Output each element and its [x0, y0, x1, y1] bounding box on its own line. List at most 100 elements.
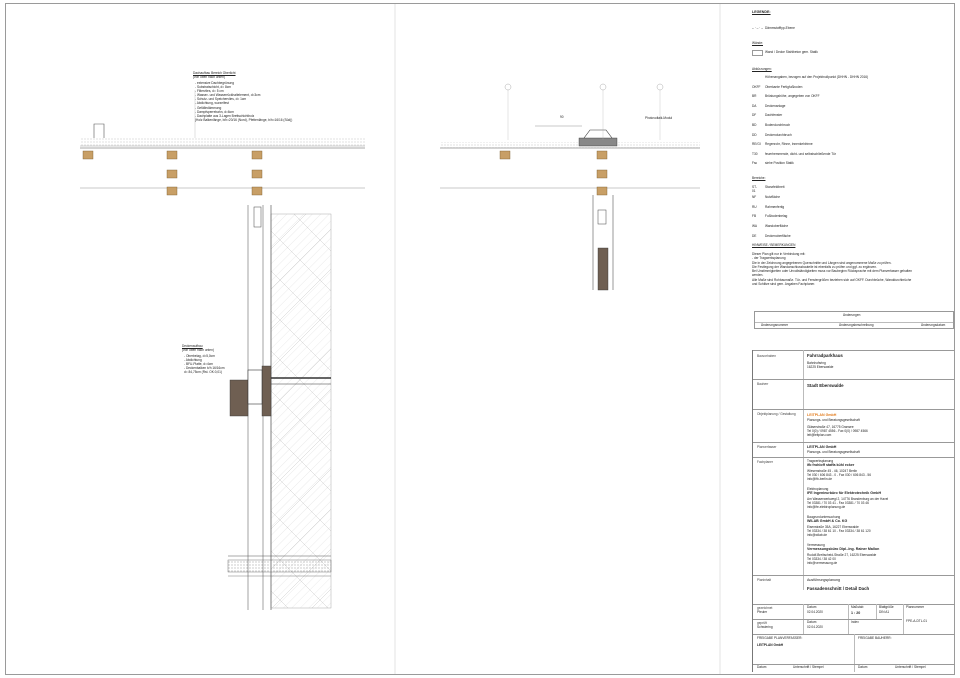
design-firm: LEITPLAN GmbH — [807, 413, 837, 417]
legend-value: Dachfenster — [765, 113, 783, 118]
survey-tel: Tel 03334 / 38 42 00 — [807, 557, 836, 561]
roof-section-right — [440, 83, 700, 291]
notes-title: HINWEISE / BEMERKUNGEN — [752, 243, 796, 247]
electrical-address: Am Wasserwerkwegl 2, 14776 Brandenburg a… — [807, 497, 889, 501]
phase: Ausführungsplanung — [807, 578, 840, 582]
legend-key: RU — [752, 204, 757, 209]
roof-item: - Schutz- und Speichervlies, d= 1cm — [195, 97, 247, 102]
changes-col-number: Änderungsnummer — [761, 323, 789, 327]
sign-place-1: Datum — [757, 665, 767, 669]
wall-item: - BFU-Platte, d=4cm — [184, 362, 213, 367]
legend-abbrev-title: Abkürzungen: — [752, 67, 772, 71]
electrical-firm: IFE Ingenieurbüro für Elektrotechnik Gmb… — [807, 491, 882, 495]
notes-item: werden. — [752, 273, 764, 278]
title-block: Bauvorhaben Fahrradparkhaus Bahnhofsring… — [752, 350, 955, 672]
legend-key: RE/GI — [752, 142, 761, 147]
legend-key: DF — [752, 113, 757, 118]
legend-value: Deckenoberfläche — [765, 234, 791, 238]
legend-key: BD — [752, 123, 757, 127]
structural-firm: ifb frohloff staffa kühl ecker — [807, 463, 855, 467]
roof-item: - Dachplatte aus 3-Lagen Brettschichthol… — [195, 113, 255, 118]
scale: 1 : 20 — [851, 611, 861, 615]
planner-label: Planverfasser — [757, 445, 777, 449]
building-firm: WILAB GmbH & Co. KG — [807, 519, 848, 523]
project-address-1: Bahnhofsring — [807, 361, 826, 365]
legend-value: Nutzfläche — [765, 194, 781, 199]
legend-key: ST-01 — [752, 185, 757, 193]
survey-address: Rudolf-Breitscheid-Straße 27, 16225 Eber… — [807, 553, 877, 557]
electrical-label: Elektroplanung — [807, 487, 829, 491]
design-address: Gläserstraße 47, 16775 Gransee — [807, 425, 854, 429]
planno-label: Plannummer — [906, 605, 925, 609]
planner-sub: Planungs- und Beratungsgesellschaft — [807, 450, 860, 454]
legend-key: Fsc — [752, 161, 758, 166]
roof-item: - Filtervlies, d= 5 cm — [195, 89, 224, 94]
legend-value: Fußbodenbelag — [765, 214, 788, 219]
drawn-label: gezeichnet — [757, 606, 773, 610]
building-tel: Tel 03334 / 38 61 10 - Fax 03334 / 38 61… — [807, 529, 871, 533]
roof-item: - Wasser- und Wasserrückhaltelement, d=3… — [195, 93, 261, 98]
legend-value: siehe Position Statik — [765, 161, 794, 166]
wall-item: - Oberbelag, d=5,0cm — [184, 354, 215, 358]
roof-item: - Gefälledämmung — [195, 105, 222, 110]
roof-item: - Dampfsperrebahn, d=6cm — [195, 109, 234, 114]
building-mail: info@wilab.de — [807, 533, 828, 537]
building-label: Baugrunduntersuchung — [807, 515, 841, 519]
drawing-sheet-border — [5, 3, 955, 675]
notes-item: und Schlitze sind gem. Angaben Fachplane… — [752, 282, 816, 287]
design-tel: Tel 0(0) / 0987 4556 - Fax 0(0) / 0987 4… — [807, 429, 868, 433]
legend-value: Regenrohr, Rinne, Innenkehlrinne — [765, 142, 813, 147]
changes-col-date: Änderungsdatum — [921, 323, 946, 327]
client-name: Stadt Eberswalde — [807, 383, 844, 388]
format-label: Blattgröße — [879, 605, 894, 609]
roof-item: (Holz Balkenlänge, b/h=20/16 (Nord), Pfe… — [195, 117, 293, 122]
phase-label: Planinhalt — [757, 578, 771, 582]
legend-value: Wandoberfläche — [765, 224, 789, 229]
notes-item: Die in der Zeichnung angegebenen Quersch… — [752, 260, 892, 265]
structural-label: Tragwerksplanung — [807, 459, 834, 463]
legend-walls-title: Wände: — [752, 41, 763, 45]
legend-key: DA — [752, 103, 757, 108]
design-mail: leit@leitplan.com — [807, 433, 832, 437]
electrical-tel: Tel 03381 / 70 03 41 - Fax 03381 / 70 03… — [807, 501, 869, 505]
legend-value: Rahmenfertig — [765, 204, 785, 209]
notes-item: - der Tragwerksplanung — [752, 256, 786, 261]
wall-item: d= 84,75cm (Rst. OK:0,01) — [184, 370, 223, 375]
survey-label: Vermessung — [807, 543, 825, 547]
legend-areas-title: Bereiche: — [752, 176, 766, 180]
legend-key: OKFF — [752, 84, 761, 89]
structural-mail: info@ifb-berlin.de — [807, 477, 833, 481]
legend-key: FB — [752, 214, 757, 219]
client-label: Bauherr — [757, 382, 769, 386]
date-2: 02.04.2020 — [807, 625, 823, 629]
design-label: Objektplanung / Gestaltung — [757, 412, 796, 416]
design-sub: Planungs- und Beratungsgesellschaft — [807, 418, 860, 422]
legend-line-label: Dämmstofftyp-Ebene — [765, 26, 795, 30]
legend-value: Deckendurchbruch — [765, 132, 792, 137]
date-label: Datum — [807, 605, 817, 609]
notes-list: Dieser Plan gilt nur in Verbindung mit:-… — [752, 252, 912, 286]
legend-value: Höhenangaben, bezogen auf den Projektnul… — [765, 75, 869, 79]
planno: FPE-A-DTL-01 — [906, 619, 928, 623]
date-label-2: Datum — [807, 620, 817, 624]
legend-key: DD — [752, 132, 757, 137]
skylight-callout: Photovoltaik-Modul — [645, 116, 673, 120]
legend-wall-swatch — [752, 50, 763, 56]
wall-item: - Abdichtung — [184, 358, 202, 363]
electrical-mail: info@ife-elektroplanung.de — [807, 505, 846, 509]
structural-address: Wiesenstraße 45 - 46, 10247 Berlin — [807, 469, 858, 473]
date-1: 02.04.2020 — [807, 610, 823, 614]
roof-item: - Abdichtung, wurzelfest — [195, 101, 229, 106]
changes-col-desc: Änderungsbeschreibung — [839, 323, 874, 327]
format: DIN A1 — [879, 610, 890, 614]
survey-firm: Vermessungsbüro Dipl.-Ing. Rainer Mallon — [807, 547, 880, 551]
wall-layers-list: - Oberbelag, d=5,0cm- Abdichtung- BFU-Pl… — [184, 354, 225, 375]
roof-layers-list: - extensive Dachbegrünung- Substratschic… — [195, 81, 293, 123]
roof-item: - extensive Dachbegrünung — [195, 81, 234, 85]
legend-value: Stanzfeldbreit — [765, 185, 785, 189]
changes-title: Änderungen — [843, 313, 861, 317]
legend-title: LEGENDE: — [752, 10, 771, 14]
structural-tel: Tel 030 / 606 843 - 0 - Fax 030 / 606 84… — [807, 473, 871, 477]
release-planner: FREIGABE PLANVERFASSER: — [757, 636, 803, 640]
